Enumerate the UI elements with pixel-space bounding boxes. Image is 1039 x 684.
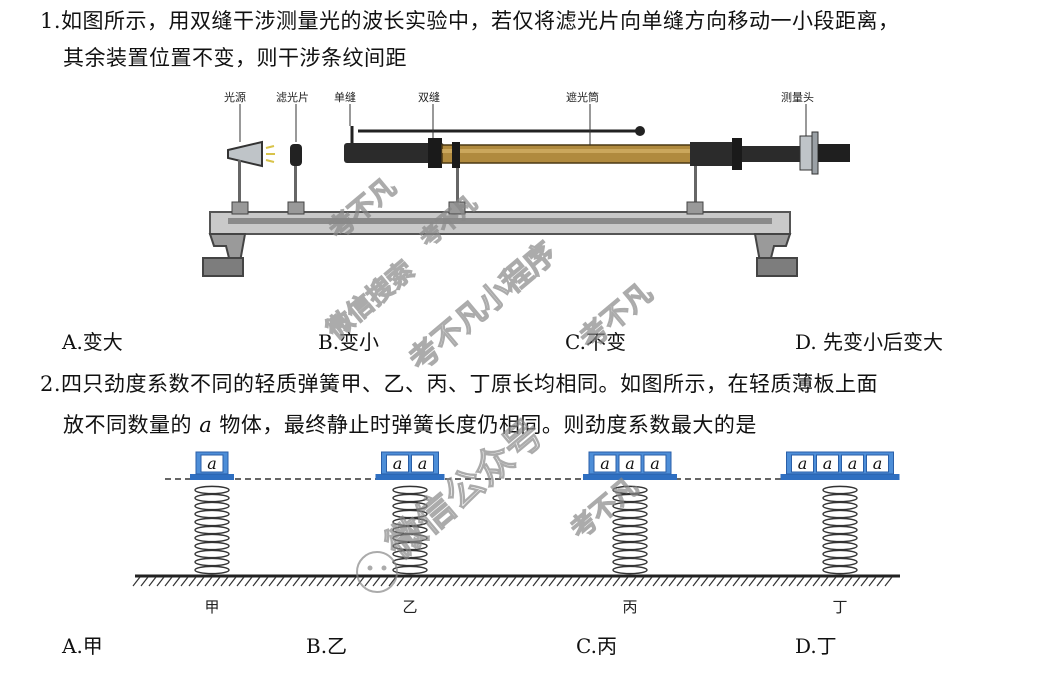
mass-block-label: a xyxy=(418,454,428,473)
spring-coil xyxy=(194,485,230,575)
label-single-slit: 单缝 xyxy=(334,90,356,104)
spring-label: 丙 xyxy=(622,598,637,616)
q1-option-b: B.变小 xyxy=(318,330,380,354)
optical-bench xyxy=(202,211,798,277)
mass-block-label: a xyxy=(873,454,883,473)
mass-block xyxy=(200,454,224,473)
mass-block-label: a xyxy=(848,454,858,473)
mass-block-label: a xyxy=(207,454,217,473)
spring-1: a甲 xyxy=(190,451,234,616)
q2-text-line1: 2.四只劲度系数不同的轻质弹簧甲、乙、丙、丁原长均相同。如图所示，在轻质薄板上面 xyxy=(40,372,879,396)
mass-block xyxy=(866,454,889,473)
mass-block xyxy=(841,454,864,473)
q1-text-line2: 其余装置位置不变，则干涉条纹间距 xyxy=(63,46,407,70)
q1-option-c: C.不变 xyxy=(565,330,626,354)
q2-option-d: D.丁 xyxy=(795,634,837,658)
light-plate xyxy=(190,474,234,480)
spring-coil xyxy=(822,485,858,575)
q2-text-line2: 放不同数量的 a 物体，最终静止时弹簧长度仍相同。则劲度系数最大的是 xyxy=(63,409,757,439)
mass-block xyxy=(411,454,434,473)
mass-block xyxy=(816,454,839,473)
mass-block-label: a xyxy=(625,454,635,473)
q1-option-d: D. 先变小后变大 xyxy=(795,330,944,354)
label-double-slit: 双缝 xyxy=(418,90,440,104)
mass-block xyxy=(791,454,814,473)
mass-block xyxy=(643,454,667,473)
spring-label: 乙 xyxy=(402,598,417,616)
mass-block xyxy=(593,454,617,473)
filter-icon xyxy=(287,144,305,215)
light-plate xyxy=(583,474,677,480)
slit-tube xyxy=(344,138,444,168)
label-shield-tube: 遮光筒 xyxy=(566,90,599,104)
mass-block-label: a xyxy=(393,454,403,473)
light-plate xyxy=(375,474,445,480)
light-shield-tube xyxy=(441,138,802,170)
q2-option-a: A.甲 xyxy=(62,634,103,658)
q1-text-line1: 1.如图所示，用双缝干涉测量光的波长实验中，若仅将滤光片向单缝方向移动一小段距离… xyxy=(40,9,900,33)
mass-block xyxy=(386,454,409,473)
light-source-icon xyxy=(227,140,275,215)
spring-coil xyxy=(612,485,648,575)
spring-label: 甲 xyxy=(204,598,219,616)
mass-block-label: a xyxy=(650,454,660,473)
mass-block xyxy=(618,454,642,473)
label-light-source: 光源 xyxy=(224,90,246,104)
mass-block-label: a xyxy=(823,454,833,473)
q2-text-line2-b: 物体，最终静止时弹簧长度仍相同。则劲度系数最大的是 xyxy=(219,413,757,437)
q2-option-c: C.丙 xyxy=(576,634,617,658)
ground xyxy=(132,574,900,587)
q2-option-b: B.乙 xyxy=(306,634,348,658)
mass-block-label: a xyxy=(600,454,610,473)
spring-label: 丁 xyxy=(832,598,847,616)
spring-coil xyxy=(392,485,428,575)
mass-block-label: a xyxy=(798,454,808,473)
measuring-head-icon xyxy=(799,131,850,175)
q1-option-a: A.变大 xyxy=(62,330,123,354)
label-measuring-head: 测量头 xyxy=(781,91,814,104)
q2-text-line2-a: 放不同数量的 xyxy=(63,413,192,437)
label-filter: 滤光片 xyxy=(276,90,309,104)
light-plate xyxy=(780,474,900,480)
q2-variable-a: a xyxy=(199,413,213,437)
